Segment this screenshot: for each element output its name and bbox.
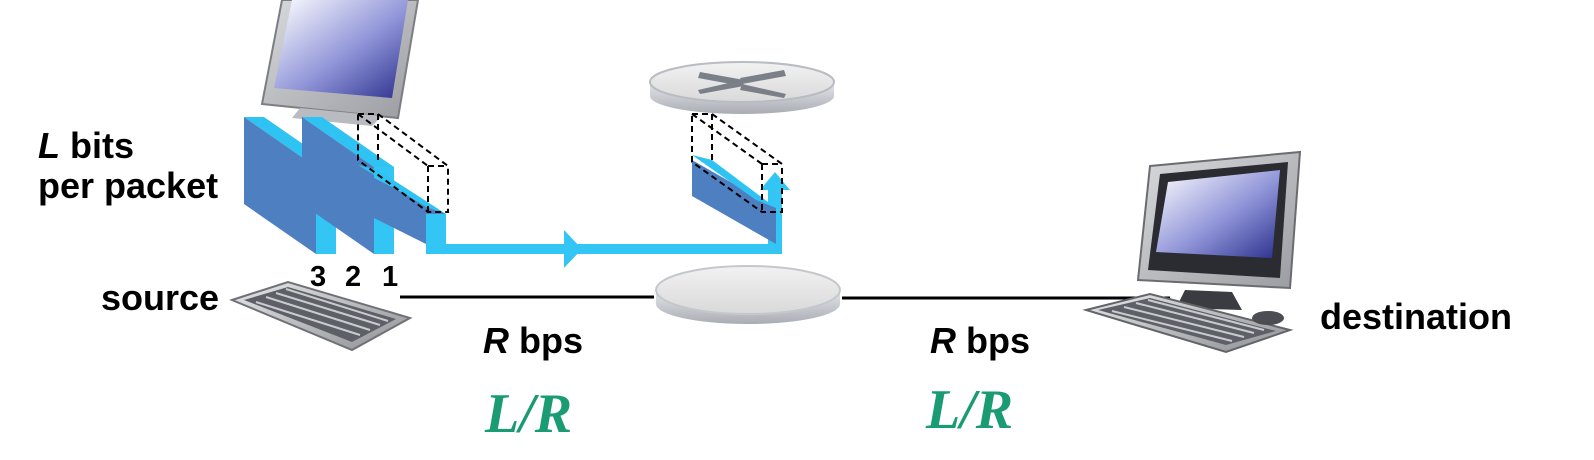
destination-monitor-icon xyxy=(1136,150,1302,310)
packet-1-outline xyxy=(357,113,449,213)
router-packet xyxy=(692,155,776,244)
packet-number-3: 3 xyxy=(310,261,327,293)
link-2-rate-symbol: R xyxy=(930,320,956,361)
packet-number-2: 2 xyxy=(345,261,362,293)
source-label: source xyxy=(101,277,220,318)
router-icon xyxy=(655,265,841,324)
source-keyboard-icon xyxy=(229,280,413,352)
router-arrows-icon xyxy=(698,70,786,98)
packet-size-label: L bits xyxy=(38,126,134,166)
packet-number-1: 1 xyxy=(382,261,399,293)
link-1-rate: R bps xyxy=(483,321,583,361)
source-host xyxy=(229,0,420,352)
router-icon-top xyxy=(649,61,835,114)
source-monitor-icon xyxy=(260,0,420,126)
link-1-rate-symbol: R xyxy=(483,320,509,361)
link-2-delay: L/R xyxy=(926,379,1014,441)
link-1-rate-unit: bps xyxy=(509,320,584,361)
destination-host xyxy=(1082,150,1302,354)
router-packet-outline xyxy=(691,113,783,213)
destination-label: destination xyxy=(1320,296,1513,337)
link-1-delay: L/R xyxy=(485,383,573,445)
packet-size-unit: bits xyxy=(60,125,135,166)
link-2-rate: R bps xyxy=(930,321,1030,361)
packet-size-symbol: L xyxy=(38,125,60,166)
destination-keyboard-icon xyxy=(1082,292,1294,354)
link-2-rate-unit: bps xyxy=(956,320,1031,361)
packet-size-label-line2: per packet xyxy=(38,165,219,206)
